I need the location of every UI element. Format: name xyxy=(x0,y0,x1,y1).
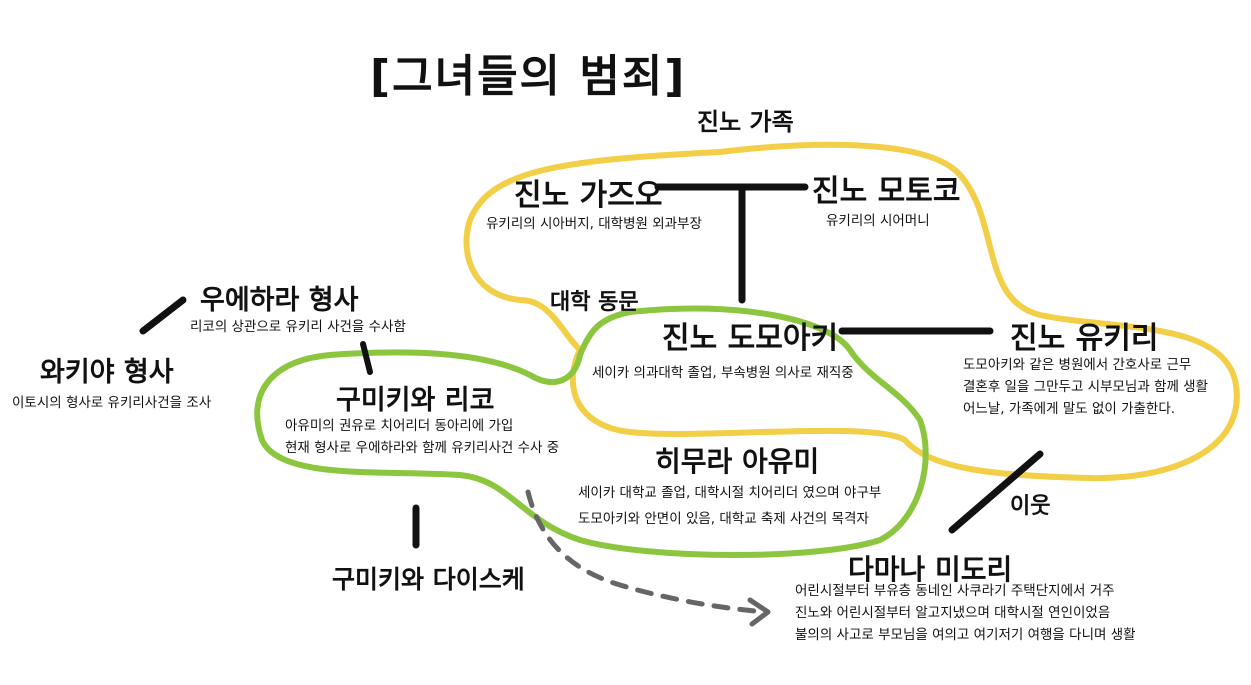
uehara-wakiya-line xyxy=(139,296,187,335)
person-riko-name: 구미키와 리코 xyxy=(336,385,495,416)
page-title: [그녀들의 범죄] xyxy=(370,51,687,102)
person-wakiya-desc: 이토시의 형사로 유키리사건을 조사 xyxy=(12,395,212,411)
person-wakiya-name: 와키야 형사 xyxy=(40,357,174,388)
yukiri-midori-line xyxy=(948,450,1044,534)
person-kazuo-desc: 유키리의 시아버지, 대학병원 외과부장 xyxy=(486,216,702,232)
uehara-riko-line xyxy=(360,341,373,375)
university-group-label: 대학 동문 xyxy=(550,290,639,315)
person-yukiri-name: 진노 유키리 xyxy=(1010,321,1159,356)
person-uehara-name: 우에하라 형사 xyxy=(200,285,359,316)
person-uehara-desc: 리코의 상관으로 유키리 사건을 수사함 xyxy=(190,319,406,335)
family-group-label: 진노 가족 xyxy=(697,108,794,136)
university-group-outline xyxy=(254,305,929,558)
person-tomoaki-name: 진노 도모아키 xyxy=(662,321,839,356)
person-tomoaki-desc: 세이카 의과대학 졸업, 부속병원 의사로 재직중 xyxy=(592,365,854,381)
person-yukiri-desc: 도모아키와 같은 병원에서 간호사로 근무 결혼후 일을 그만두고 시부모님과 … xyxy=(963,357,1209,417)
person-ayumi-desc: 세이카 대학교 졸업, 대학시절 치어리더 였으며 야구부 도모아키와 안면이 … xyxy=(578,485,882,527)
person-kazuo-name: 진노 가즈오 xyxy=(514,178,663,213)
family-group-outline xyxy=(463,141,1240,482)
neighbor-label: 이웃 xyxy=(1010,494,1051,519)
arrow-head xyxy=(747,597,771,627)
person-midori-desc: 어린시절부터 부유층 동네인 사쿠라기 주택단지에서 거주 진노와 어린시절부터… xyxy=(795,583,1136,643)
person-motoko-name: 진노 모토코 xyxy=(812,174,961,209)
ayumi-midori-dashed-arrow xyxy=(525,489,768,615)
person-ayumi-name: 히무라 아유미 xyxy=(655,445,820,478)
person-riko-desc: 아유미의 권유로 치어리더 동아리에 가입 현재 형사로 우에하라와 함께 유키… xyxy=(285,418,560,456)
person-daisuke-name: 구미키와 다이스케 xyxy=(332,565,525,594)
person-motoko-desc: 유키리의 시어머니 xyxy=(826,213,930,229)
person-midori-name: 다마나 미도리 xyxy=(848,553,1013,586)
